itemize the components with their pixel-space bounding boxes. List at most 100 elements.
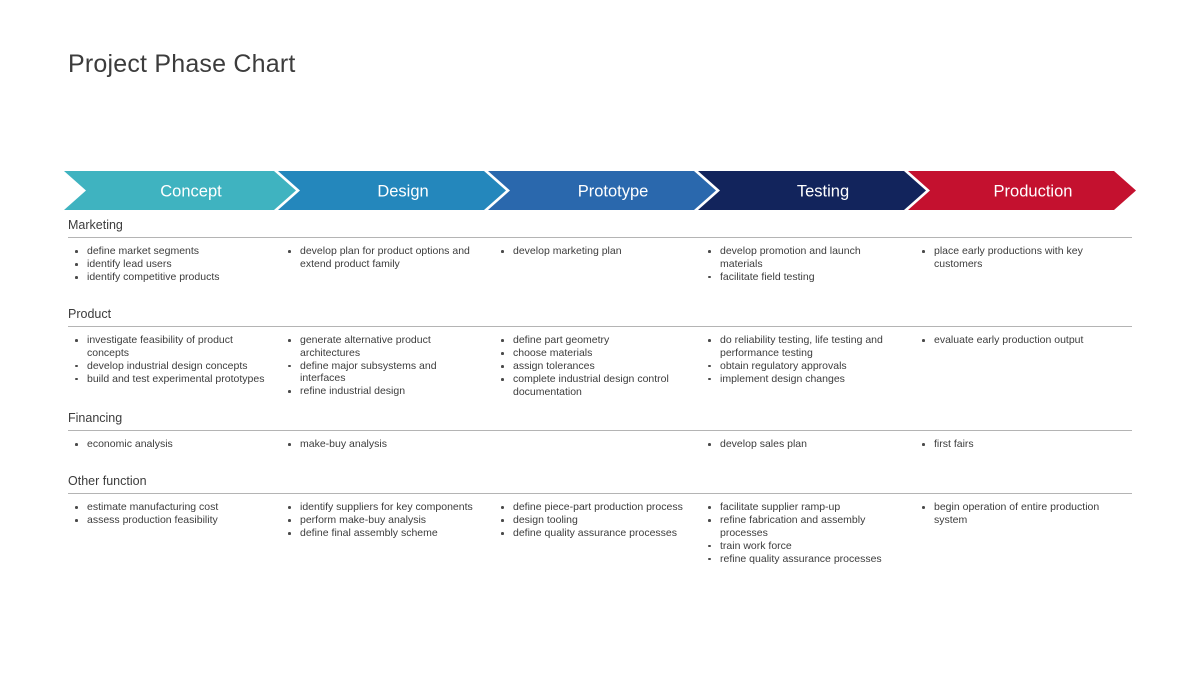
task-item: complete industrial design control docum…	[494, 373, 687, 398]
task-item: place early productions with key custome…	[915, 245, 1118, 270]
phase-chevron-design	[278, 171, 506, 210]
phase-label-concept: Concept	[160, 183, 222, 201]
task-item: begin operation of entire production sys…	[915, 501, 1118, 526]
task-item: economic analysis	[68, 438, 267, 451]
category-title-marketing: Marketing	[68, 218, 123, 232]
task-item: refine industrial design	[281, 385, 480, 398]
task-item: estimate manufacturing cost	[68, 501, 267, 514]
task-item: investigate feasibility of product conce…	[68, 334, 267, 359]
phase-chevron-prototype	[488, 171, 716, 210]
task-list: place early productions with key custome…	[915, 245, 1118, 270]
task-item: first fairs	[915, 438, 1118, 451]
category-title-other-function: Other function	[68, 474, 147, 488]
cell-marketing-design: develop plan for product options and ext…	[281, 245, 494, 271]
task-list: first fairs	[915, 438, 1118, 451]
phase-label-design: Design	[377, 183, 428, 201]
task-item: define piece-part production process	[494, 501, 687, 514]
cell-other-production: begin operation of entire production sys…	[915, 501, 1132, 527]
task-item: facilitate supplier ramp-up	[701, 501, 901, 514]
task-item: make-buy analysis	[281, 438, 480, 451]
task-item: refine fabrication and assembly processe…	[701, 514, 901, 539]
category-rule	[68, 430, 1132, 431]
task-item: develop marketing plan	[494, 245, 687, 258]
cell-product-design: generate alternative product architectur…	[281, 334, 494, 398]
page-title: Project Phase Chart	[68, 50, 296, 78]
phase-chevron-testing	[698, 171, 926, 210]
task-item: identify competitive products	[68, 271, 267, 284]
phase-chevron-concept	[64, 171, 296, 210]
cell-marketing-prototype: develop marketing plan	[494, 245, 701, 258]
task-item: do reliability testing, life testing and…	[701, 334, 901, 359]
task-item: assign tolerances	[494, 360, 687, 373]
task-item: choose materials	[494, 347, 687, 360]
phase-chevron-production	[908, 171, 1136, 210]
cell-financing-concept: economic analysis	[68, 438, 281, 451]
task-item: obtain regulatory approvals	[701, 360, 901, 373]
cell-financing-production: first fairs	[915, 438, 1132, 451]
phase-label-prototype: Prototype	[578, 183, 649, 201]
category-block-financing: Financing economic analysis make-buy ana…	[68, 411, 1132, 464]
task-list: evaluate early production output	[915, 334, 1118, 347]
task-item: define market segments	[68, 245, 267, 258]
category-rule	[68, 493, 1132, 494]
task-list: begin operation of entire production sys…	[915, 501, 1118, 526]
category-title-financing: Financing	[68, 411, 123, 425]
task-list: generate alternative product architectur…	[281, 334, 480, 398]
category-block-other-function: Other function estimate manufacturing co…	[68, 474, 1132, 571]
phase-label-production: Production	[994, 183, 1073, 201]
phase-label-testing: Testing	[797, 183, 849, 201]
cell-marketing-production: place early productions with key custome…	[915, 245, 1132, 271]
cell-product-production: evaluate early production output	[915, 334, 1132, 347]
task-list: make-buy analysis	[281, 438, 480, 451]
task-item: evaluate early production output	[915, 334, 1118, 347]
cell-financing-testing: develop sales plan	[701, 438, 915, 451]
task-item: identify lead users	[68, 258, 267, 271]
task-item: define final assembly scheme	[281, 527, 480, 540]
phase-banner: Concept Design Prototype Testing Production	[64, 171, 1136, 210]
task-item: identify suppliers for key components	[281, 501, 480, 514]
task-list: economic analysis	[68, 438, 267, 451]
task-item: facilitate field testing	[701, 271, 901, 284]
task-item: define major subsystems and interfaces	[281, 360, 480, 385]
cell-product-concept: investigate feasibility of product conce…	[68, 334, 281, 386]
task-list: develop marketing plan	[494, 245, 687, 258]
task-item: perform make-buy analysis	[281, 514, 480, 527]
task-list: develop plan for product options and ext…	[281, 245, 480, 270]
cell-product-testing: do reliability testing, life testing and…	[701, 334, 915, 386]
cell-financing-design: make-buy analysis	[281, 438, 494, 451]
task-item: develop promotion and launch materials	[701, 245, 901, 270]
task-item: build and test experimental prototypes	[68, 373, 267, 386]
task-item: develop industrial design concepts	[68, 360, 267, 373]
task-item: define part geometry	[494, 334, 687, 347]
task-item: assess production feasibility	[68, 514, 267, 527]
phase-chevrons: Concept Design Prototype Testing Production	[64, 171, 1136, 210]
category-rule	[68, 237, 1132, 238]
task-item: implement design changes	[701, 373, 901, 386]
task-item: train work force	[701, 540, 901, 553]
category-title-product: Product	[68, 307, 112, 321]
task-item: refine quality assurance processes	[701, 553, 901, 566]
category-block-product: Product investigate feasibility of produ…	[68, 307, 1132, 400]
task-item: develop sales plan	[701, 438, 901, 451]
task-item: generate alternative product architectur…	[281, 334, 480, 359]
task-list: develop sales plan	[701, 438, 901, 451]
task-item: define quality assurance processes	[494, 527, 687, 540]
category-rule	[68, 326, 1132, 327]
task-item: develop plan for product options and ext…	[281, 245, 480, 270]
task-list: do reliability testing, life testing and…	[701, 334, 901, 385]
